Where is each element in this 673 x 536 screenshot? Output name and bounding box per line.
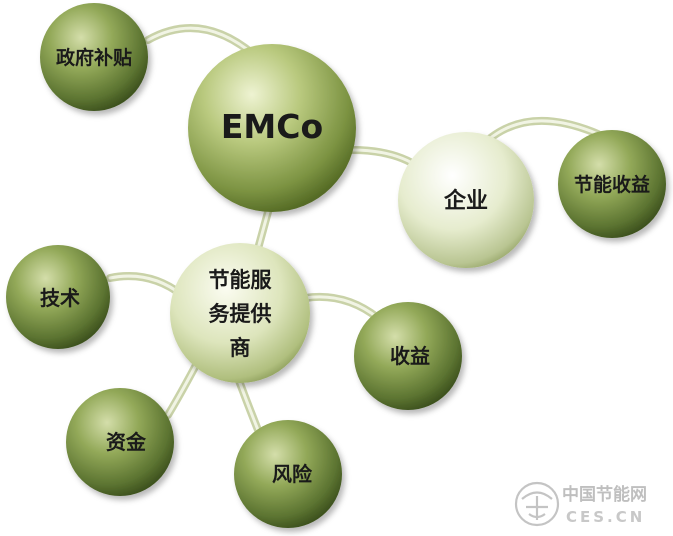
node-funding-label: 资金 [106,430,147,454]
node-technology: 技术 [6,245,110,349]
node-funding-sphere [66,388,174,496]
node-enterprise: 企业 [398,132,534,268]
node-esco-label-line2: 务提供 [209,302,272,326]
node-emco-sphere [188,44,356,212]
node-enterprise-sphere [398,132,534,268]
node-funding: 资金 [66,388,174,496]
node-revenue: 收益 [354,302,462,410]
node-government-subsidy-label: 政府补贴 [56,46,132,69]
node-energy-saving-revenue-sphere [558,130,666,238]
node-energy-saving-revenue-label: 节能收益 [574,173,650,196]
node-risk-label: 风险 [272,462,313,486]
node-emco-label: EMCo [221,107,323,146]
node-emco: EMCo [188,44,356,212]
node-revenue-sphere [354,302,462,410]
node-esco-sphere [170,243,310,383]
node-technology-sphere [6,245,110,349]
node-revenue-label: 收益 [390,344,430,368]
node-esco-label-line1: 节能服 [209,268,273,292]
node-enterprise-label: 企业 [443,188,488,214]
watermark-cn-text: 中国节能网 [562,484,647,505]
node-risk: 风险 [234,420,342,528]
node-energy-saving-revenue: 节能收益 [558,130,666,238]
node-risk-sphere [234,420,342,528]
node-technology-label: 技术 [40,286,80,310]
watermark: 中国节能网 CES.CN [514,481,647,527]
node-government-subsidy: 政府补贴 [40,3,148,111]
connectors [106,24,602,434]
watermark-logo-icon [514,481,560,527]
node-government-subsidy-sphere [40,3,148,111]
node-esco-label-line3: 商 [230,336,251,360]
node-esco: 节能服 务提供 商 [170,243,310,383]
watermark-en-text: CES.CN [566,508,645,526]
